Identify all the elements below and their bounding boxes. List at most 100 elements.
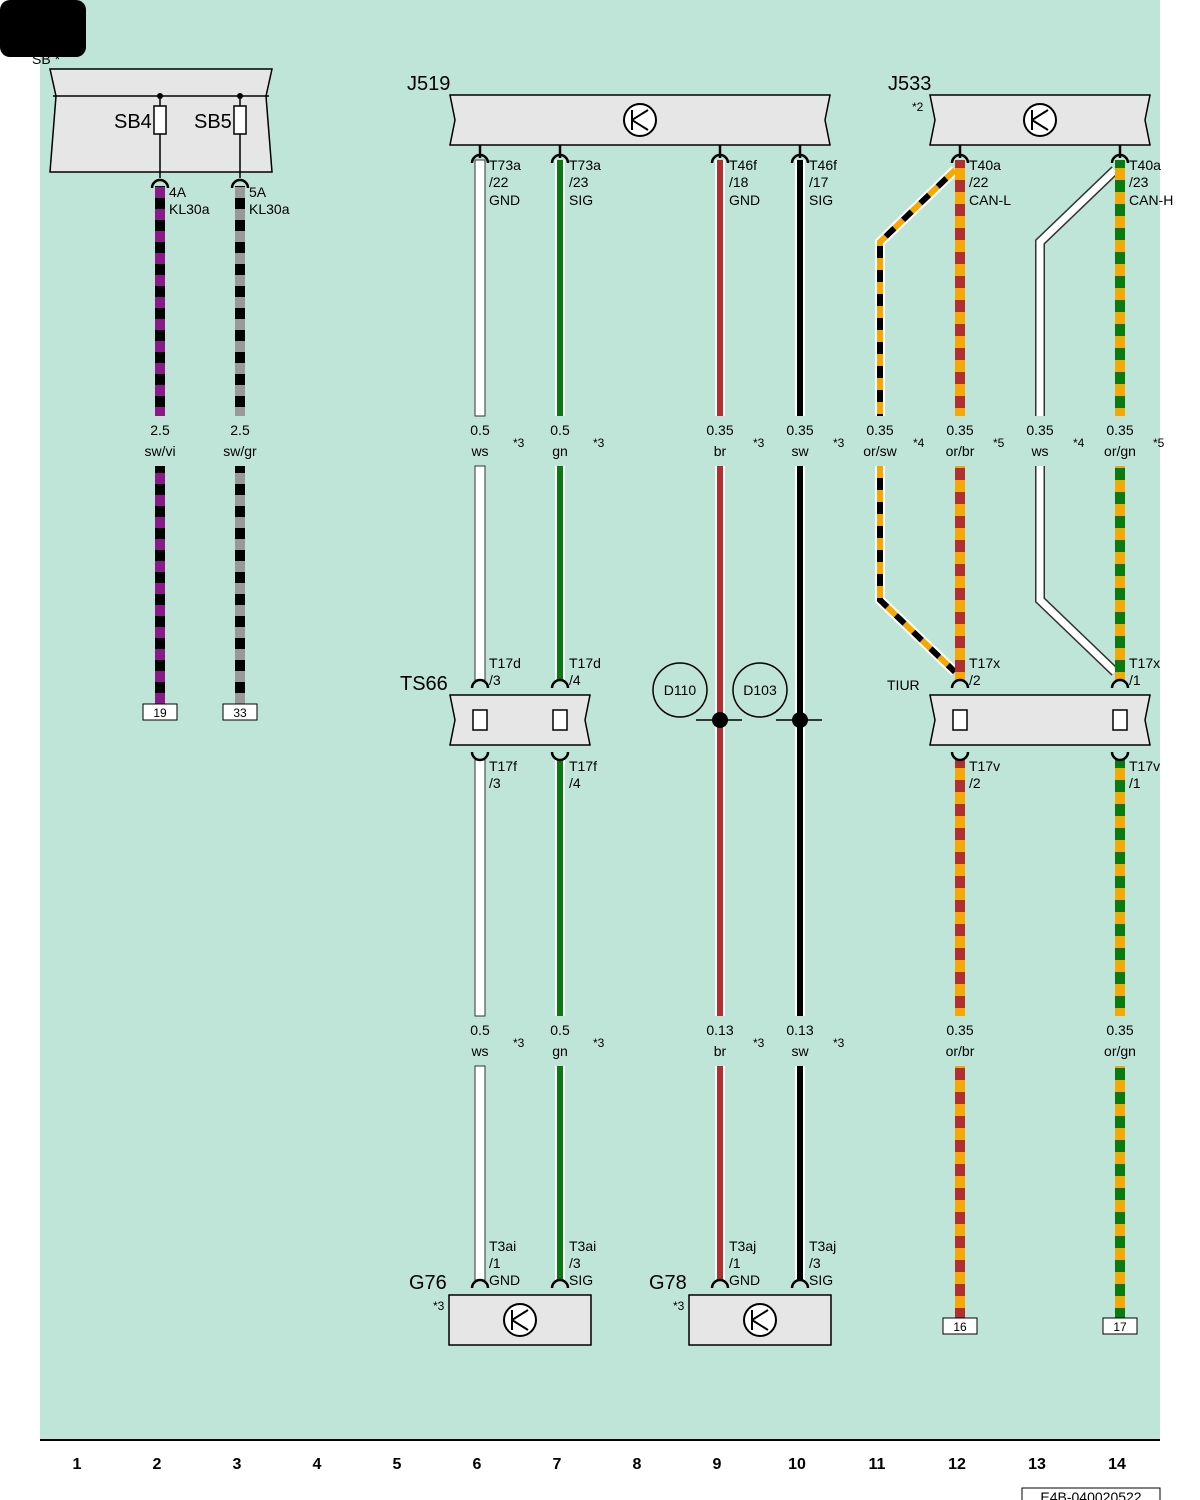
wire-gauge: 0.13 <box>786 1022 813 1038</box>
pin-label: CAN-L <box>969 192 1011 208</box>
splice-d110: D110 <box>652 662 742 728</box>
wire-gauge: 0.35 <box>1026 422 1053 438</box>
column-number: 10 <box>788 1456 806 1473</box>
pin-label: T17x <box>1129 655 1160 671</box>
pin-label: T46f <box>729 157 757 173</box>
wire-color: or/br <box>946 1043 975 1059</box>
control-unit-icon <box>623 103 657 137</box>
pin-label: T17f <box>569 758 597 774</box>
wire-gauge: 0.5 <box>470 1022 490 1038</box>
fuse-sb4-label: SB4 <box>114 111 152 133</box>
wire-gauge: 0.5 <box>550 422 570 438</box>
pin-label: T40a <box>1129 157 1161 173</box>
wire-note: *3 <box>513 436 525 450</box>
pin-label: /3 <box>569 1255 581 1271</box>
control-unit-icon <box>1023 103 1057 137</box>
ts66-label: TS66 <box>400 673 448 695</box>
pin-label: T73a <box>569 157 601 173</box>
pin-label: T17v <box>969 758 1000 774</box>
fuse-sb4-icon <box>153 105 167 135</box>
wire-note: *4 <box>1073 436 1085 450</box>
wire-or-gn-col14-b <box>1115 466 1125 680</box>
pin-label: /23 <box>1129 174 1149 190</box>
wire-color: ws <box>470 443 488 459</box>
wire-gauge: 0.5 <box>470 422 490 438</box>
component-j533: J533 *2 <box>888 73 1151 146</box>
fuse-sb4-rating: 4A <box>169 184 187 200</box>
wire-gauge: 0.35 <box>1106 1022 1133 1038</box>
pin-label: /3 <box>489 775 501 791</box>
pin-label: /23 <box>569 174 589 190</box>
wire-color: or/gn <box>1104 443 1136 459</box>
pin-label: /2 <box>969 775 981 791</box>
pin-label: /22 <box>969 174 989 190</box>
wire-note: *3 <box>753 1036 765 1050</box>
connector-16-box <box>942 1317 978 1335</box>
wire-gauge: 0.13 <box>706 1022 733 1038</box>
pin-label: /1 <box>1129 672 1141 688</box>
pin-label: T17d <box>569 655 601 671</box>
wire-ws-col6-d <box>474 1065 486 1281</box>
pin-label: SIG <box>809 192 833 208</box>
j533-label: J533 <box>888 73 931 95</box>
column-number: 1 <box>73 1456 82 1473</box>
column-number: 14 <box>1108 1456 1126 1473</box>
wire-or-br-col12-a <box>955 160 965 416</box>
pin-label: T46f <box>809 157 837 173</box>
wire-note: *3 <box>833 1036 845 1050</box>
wire-color: br <box>714 443 727 459</box>
fusebox-title: SB * <box>32 51 61 67</box>
fuse-sb4-terminal: KL30a <box>169 201 210 217</box>
component-tiur: TIUR <box>887 677 1151 746</box>
pin-label: SIG <box>809 1272 833 1288</box>
g76-note: *3 <box>433 1299 445 1313</box>
connector-17: 17 <box>1113 1320 1127 1334</box>
column-number: 13 <box>1028 1456 1046 1473</box>
wire-or-br-col12-c <box>955 760 965 1016</box>
fuse-sb5-gauge: 2.5 <box>230 422 250 438</box>
wire-color: gn <box>552 443 568 459</box>
wire-gauge: 0.35 <box>706 422 733 438</box>
pin-label: GND <box>489 192 520 208</box>
pin-label: /2 <box>969 672 981 688</box>
connector-19-box <box>142 703 178 721</box>
wire-ws-col6-c <box>474 759 486 1017</box>
wire-sw-vi <box>155 186 165 416</box>
document-code-box <box>1021 1487 1161 1500</box>
pin-label: /3 <box>489 672 501 688</box>
wire-ws-col6-b <box>474 465 486 681</box>
d110-label: D110 <box>664 682 697 698</box>
pin-label: /4 <box>569 775 581 791</box>
page-corner-tab <box>0 0 86 57</box>
wire-note: *3 <box>593 1036 605 1050</box>
column-numbers: 1 2 3 4 5 6 7 8 9 10 11 12 13 14 <box>73 1456 1126 1473</box>
pin-label: T3aj <box>729 1238 756 1254</box>
wire-ws-col6-a <box>474 159 486 417</box>
pin-label: T17v <box>1129 758 1160 774</box>
fuse-sb5-color: sw/gr <box>223 443 257 459</box>
pin-label: /17 <box>809 174 829 190</box>
wire-sw-vi-lower <box>155 466 165 704</box>
connector-33-box <box>222 703 258 721</box>
fusebox-sb: SB * SB4 SB5 <box>32 51 273 178</box>
pin-label: T17x <box>969 655 1000 671</box>
column-number: 9 <box>713 1456 722 1473</box>
column-number: 8 <box>633 1456 642 1473</box>
column-number: 12 <box>948 1456 966 1473</box>
pin-label: GND <box>729 192 760 208</box>
wire-color: sw <box>791 443 809 459</box>
column-number: 11 <box>869 1456 886 1473</box>
pin-label: T17d <box>489 655 521 671</box>
wire-note: *5 <box>1153 436 1165 450</box>
g76-label: G76 <box>409 1272 447 1294</box>
fuse-sb4-gauge: 2.5 <box>150 422 170 438</box>
pin-label: SIG <box>569 192 593 208</box>
wire-or-br-col12-d <box>955 1066 965 1318</box>
pin-label: /4 <box>569 672 581 688</box>
tiur-label: TIUR <box>887 677 920 693</box>
pin-label: GND <box>489 1272 520 1288</box>
pin-label: T3aj <box>809 1238 836 1254</box>
wire-color: sw <box>791 1043 809 1059</box>
component-g78: G78 *3 <box>649 1272 832 1346</box>
pin-label: /1 <box>729 1255 741 1271</box>
